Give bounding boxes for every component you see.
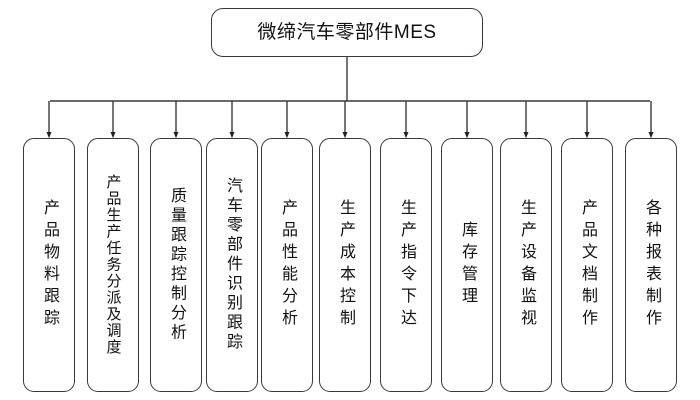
leaf-node-label: 产品生产任务分派及调度	[104, 174, 122, 356]
leaf-node-1[interactable]: 产品物料跟踪	[23, 138, 75, 392]
leaf-node-label: 生产指令下达	[398, 199, 415, 331]
leaf-node-label: 质量跟踪控制分析	[168, 187, 185, 343]
root-node[interactable]: 微缔汽车零部件MES	[211, 8, 483, 57]
root-node-label: 微缔汽车零部件MES	[257, 22, 437, 43]
leaf-node-label: 产品性能分析	[279, 199, 296, 331]
leaf-node-4[interactable]: 汽车零部件识别跟踪	[206, 138, 258, 392]
leaf-node-6[interactable]: 生产成本控制	[319, 138, 371, 392]
leaf-node-9[interactable]: 生产设备监视	[500, 138, 552, 392]
leaf-node-label: 汽车零部件识别跟踪	[224, 177, 241, 353]
leaf-node-7[interactable]: 生产指令下达	[380, 138, 432, 392]
leaf-node-8[interactable]: 库存管理	[441, 138, 493, 392]
leaf-node-label: 产品物料跟踪	[41, 199, 58, 331]
leaf-node-label: 产品文档制作	[579, 199, 596, 331]
leaf-node-label: 库存管理	[459, 221, 476, 309]
leaf-node-5[interactable]: 产品性能分析	[261, 138, 313, 392]
leaf-node-label: 生产成本控制	[337, 199, 354, 331]
leaf-node-11[interactable]: 各种报表制作	[625, 138, 677, 392]
leaf-node-label: 各种报表制作	[643, 199, 660, 331]
leaf-node-2[interactable]: 产品生产任务分派及调度	[87, 138, 139, 392]
leaf-node-10[interactable]: 产品文档制作	[561, 138, 613, 392]
leaf-node-3[interactable]: 质量跟踪控制分析	[150, 138, 202, 392]
leaf-node-label: 生产设备监视	[518, 199, 535, 331]
